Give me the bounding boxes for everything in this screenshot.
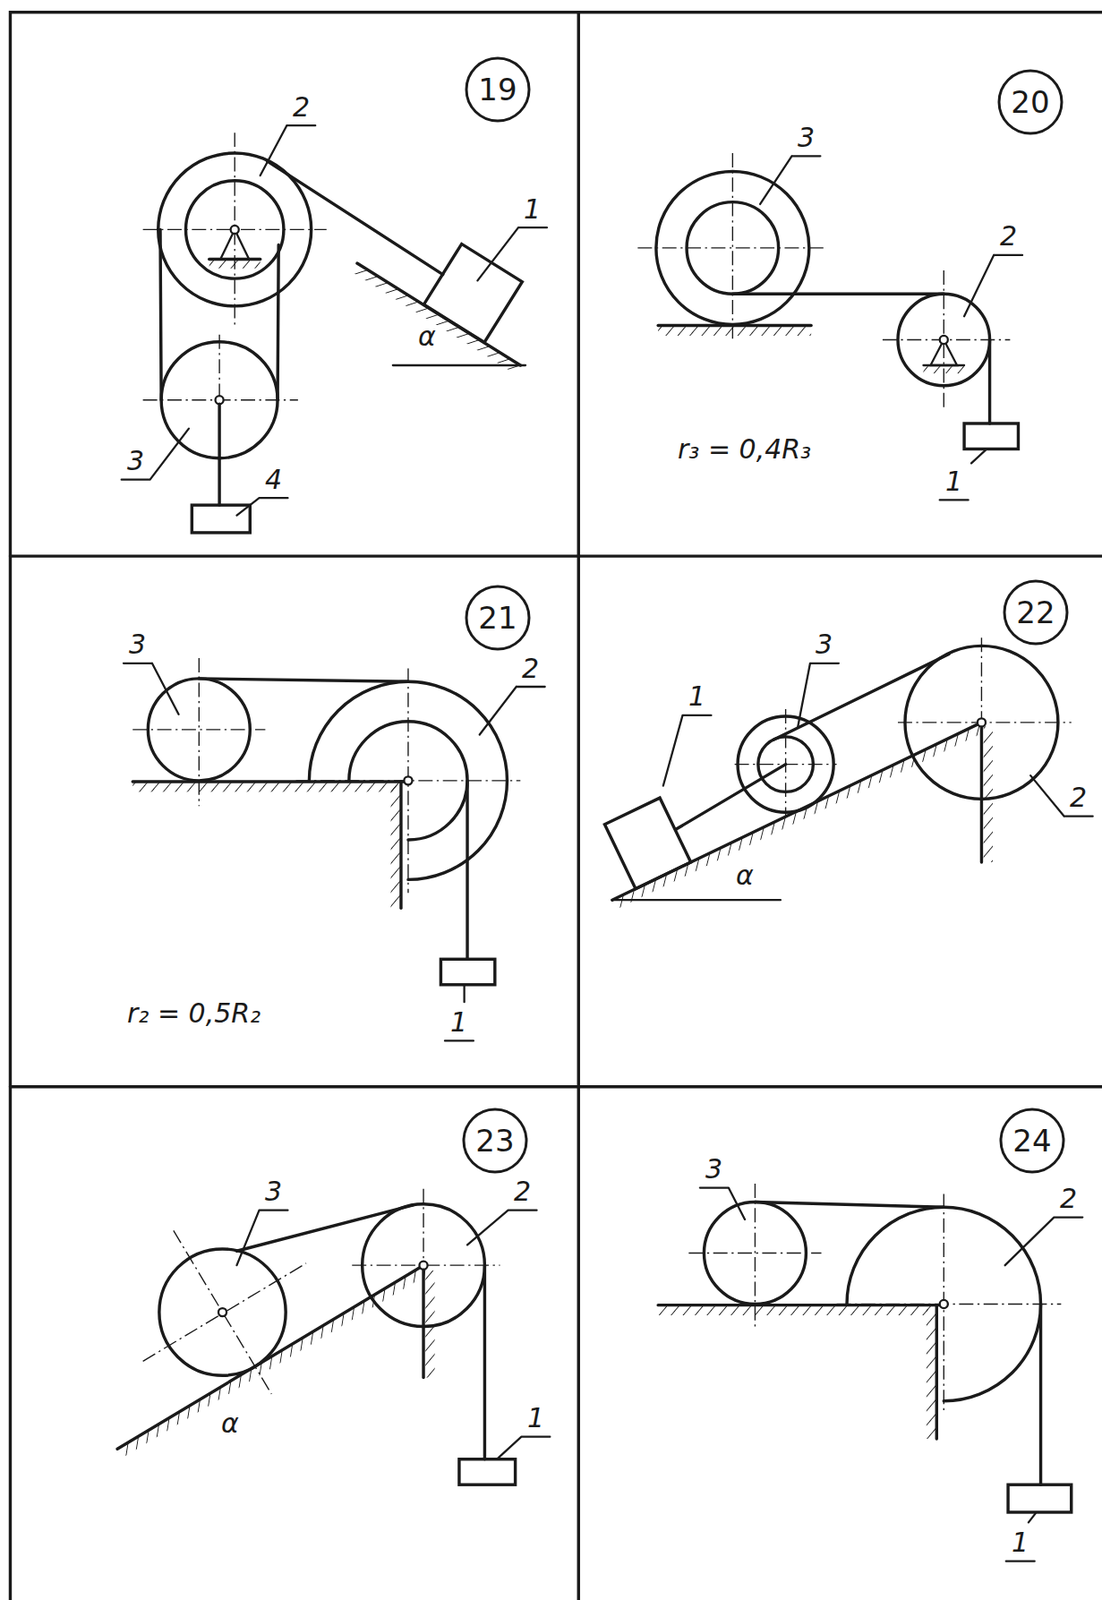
panel-number: 20 — [1010, 84, 1050, 120]
mechanism-22 — [604, 637, 1093, 909]
part-label: 3 — [703, 1155, 725, 1183]
part-label: 1 — [1009, 1529, 1031, 1556]
part-label: 2 — [998, 222, 1019, 250]
part-label: α — [219, 1409, 241, 1437]
grid-frame — [9, 12, 1102, 1600]
mechanism-19 — [121, 125, 547, 533]
part-label: 2 — [1058, 1185, 1079, 1213]
panel-number: 19 — [478, 71, 517, 108]
part-label: 4 — [263, 466, 284, 494]
part-label: 1 — [943, 468, 965, 496]
part-label: α — [734, 862, 756, 889]
mechanism-20 — [637, 153, 1023, 500]
panel-number: 24 — [1012, 1122, 1051, 1159]
part-label: 2 — [1067, 784, 1089, 812]
part-label: 2 — [290, 93, 312, 121]
panel-number-circle: 19 — [464, 56, 531, 123]
part-label: r₃ = 0,4R₃ — [675, 435, 813, 463]
part-label: 2 — [520, 655, 541, 683]
panel-number-circle: 22 — [1002, 579, 1069, 646]
panel-number: 21 — [478, 599, 517, 636]
part-label: 3 — [813, 631, 835, 658]
part-label: 3 — [263, 1178, 284, 1205]
part-label: r₂ = 0,5R₂ — [125, 999, 263, 1027]
part-label: 1 — [686, 683, 708, 710]
panel-number-circle: 24 — [999, 1107, 1066, 1174]
part-label: 1 — [521, 196, 543, 223]
mechanism-24 — [657, 1183, 1083, 1562]
panel-number: 22 — [1016, 594, 1055, 631]
part-label: 3 — [127, 631, 148, 658]
part-label: 1 — [525, 1404, 547, 1432]
panel-number-circle: 23 — [461, 1107, 529, 1174]
mechanism-21 — [123, 657, 546, 1041]
panel-number-circle: 21 — [464, 584, 531, 651]
part-label: α — [416, 323, 438, 351]
panel-number: 23 — [475, 1122, 514, 1159]
part-label: 3 — [795, 124, 817, 152]
part-label: 3 — [125, 447, 146, 475]
panel-number-circle: 20 — [997, 68, 1064, 136]
part-label: 2 — [512, 1178, 533, 1205]
mechanism-23 — [117, 1188, 550, 1486]
part-label: 1 — [448, 1008, 470, 1036]
